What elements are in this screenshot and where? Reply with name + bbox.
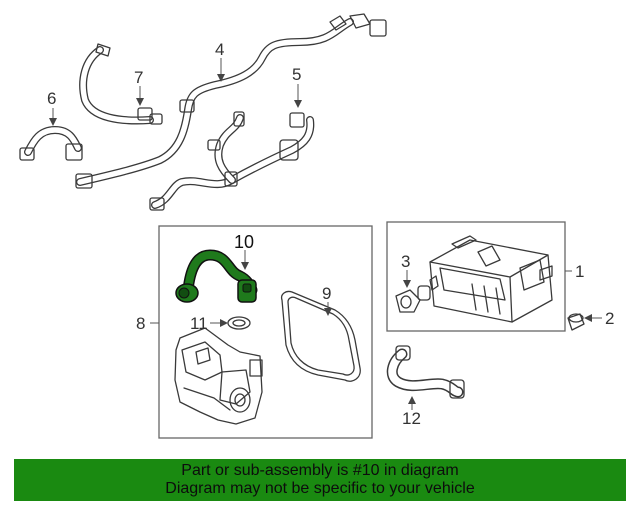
part-10-vapor-hose-highlighted xyxy=(175,249,258,303)
part-8-component-assembly xyxy=(174,327,263,425)
callout-11: 11 xyxy=(190,314,208,333)
part-5-wire-harness xyxy=(149,111,315,211)
banner-line-2: Diagram may not be specific to your vehi… xyxy=(165,480,475,497)
notice-banner: Part or sub-assembly is #10 in diagram D… xyxy=(14,459,626,501)
part-11-o-ring xyxy=(227,316,251,330)
callout-9: 9 xyxy=(322,284,331,303)
callout-7: 7 xyxy=(134,68,143,87)
part-2-clip xyxy=(567,313,585,331)
group-8-box xyxy=(158,225,373,439)
callout-1: 1 xyxy=(575,262,584,281)
callout-5: 5 xyxy=(292,65,301,84)
part-3-purge-valve xyxy=(395,285,431,313)
group-1-box xyxy=(386,221,566,332)
banner-line-1: Part or sub-assembly is #10 in diagram xyxy=(181,462,459,479)
callout-6: 6 xyxy=(47,89,56,108)
part-9-gasket xyxy=(280,290,361,382)
callout-8: 8 xyxy=(136,314,145,333)
part-4-wire-harness xyxy=(75,13,387,189)
part-1-evap-canister xyxy=(429,235,553,323)
callout-12: 12 xyxy=(402,409,421,428)
callout-4: 4 xyxy=(215,40,224,59)
part-7-oxygen-sensor xyxy=(79,43,163,125)
part-12-hose xyxy=(386,345,465,399)
part-6-oxygen-sensor xyxy=(19,126,83,161)
callout-3: 3 xyxy=(401,252,410,271)
callout-2: 2 xyxy=(605,309,614,328)
callout-10: 10 xyxy=(234,232,254,252)
